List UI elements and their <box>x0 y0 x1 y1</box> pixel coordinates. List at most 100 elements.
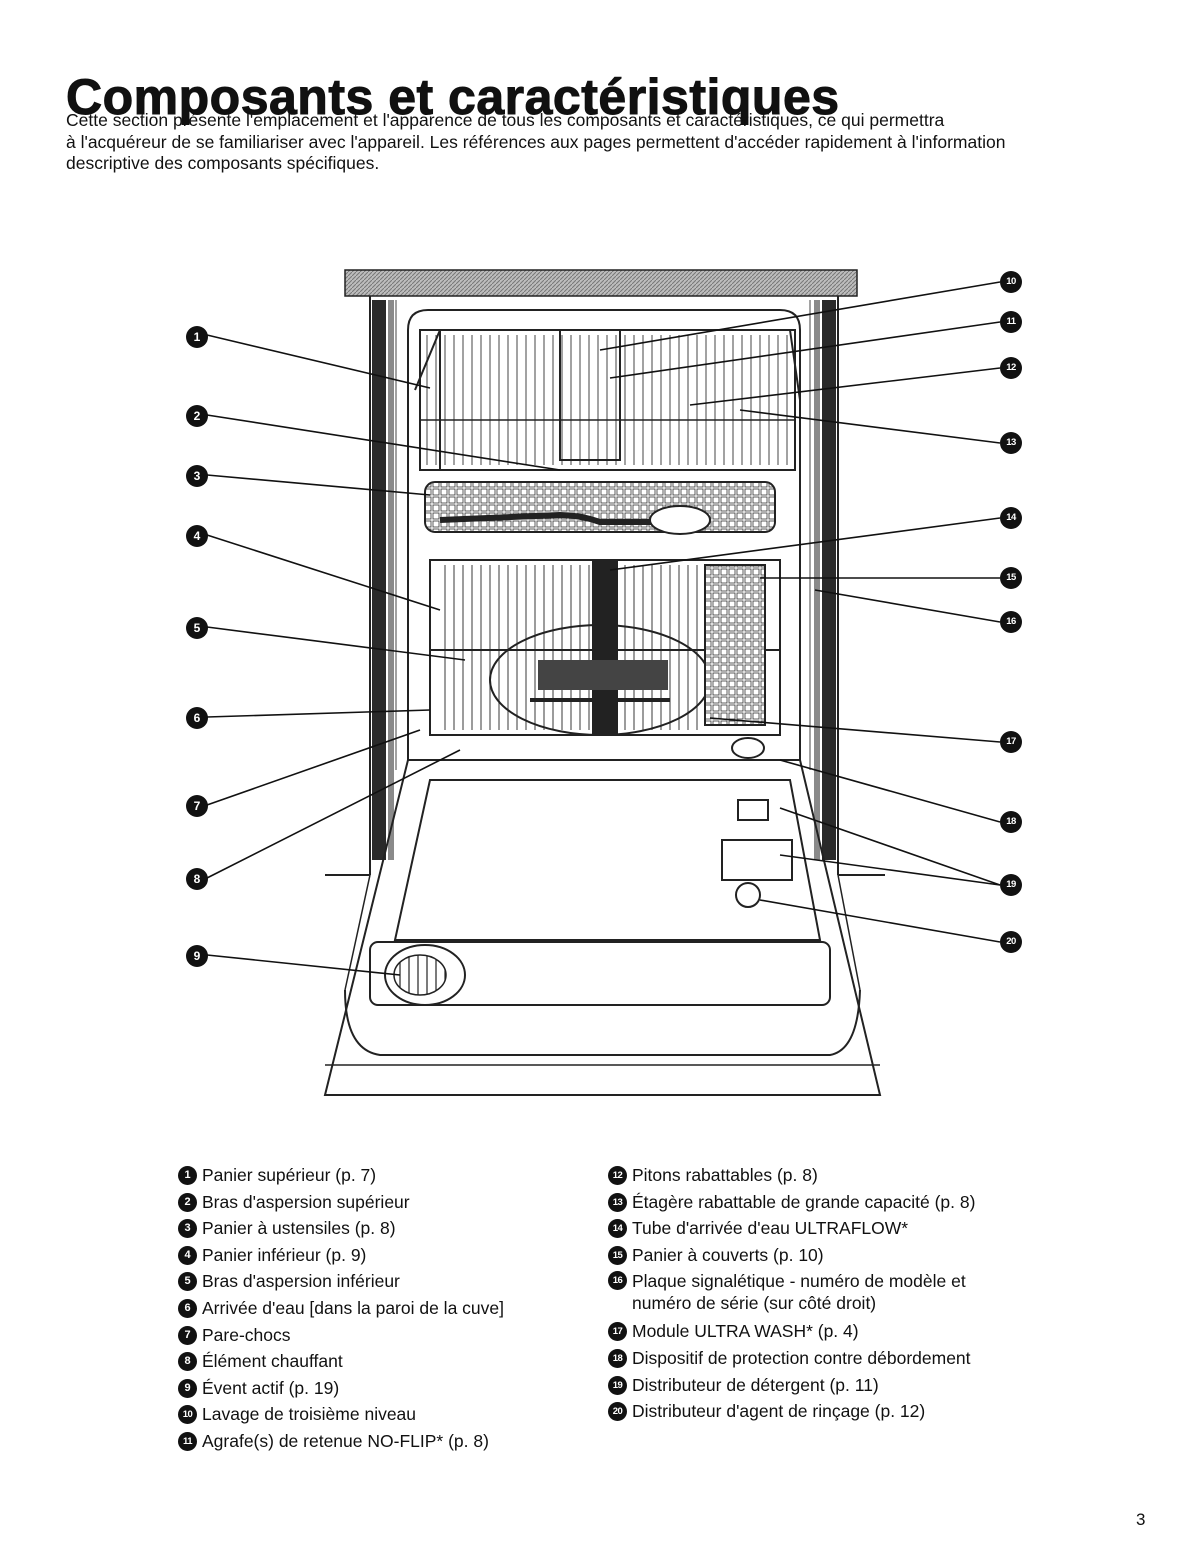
active-vent <box>384 944 466 1006</box>
legend-badge: 15 <box>608 1245 627 1265</box>
legend-label: Évent actif (p. 19) <box>202 1377 340 1398</box>
legend-label: Distributeur de détergent (p. 11) <box>632 1374 879 1395</box>
legend-label: Élément chauffant <box>202 1351 343 1372</box>
rinse-aid-cap <box>735 882 761 908</box>
callout-8: 8 <box>186 868 208 890</box>
legend-label: Module ULTRA WASH* (p. 4) <box>632 1321 859 1342</box>
silverware-basket <box>704 564 766 726</box>
callout-14: 14 <box>1000 507 1022 529</box>
legend-label-continued: numéro de série (sur côté droit) <box>632 1293 877 1314</box>
legend-badge: 11 <box>178 1431 197 1451</box>
callout-20: 20 <box>1000 931 1022 953</box>
callout-9: 9 <box>186 945 208 967</box>
legend-badge: 1 <box>178 1166 197 1185</box>
legend-badge: 7 <box>178 1325 197 1345</box>
legend-badge: 10 <box>178 1405 197 1425</box>
legend-label: Plaque signalétique - numéro de modèle e… <box>632 1271 966 1292</box>
tub-outline <box>407 309 801 760</box>
legend-label: Lavage de troisième niveau <box>202 1404 417 1425</box>
open-door <box>323 759 885 1096</box>
intro-line: descriptive des composants spécifiques. <box>66 153 380 173</box>
callout-4: 4 <box>186 525 208 547</box>
intro-paragraph: Cette section présente l'emplacement et … <box>66 110 1151 175</box>
callout-3: 3 <box>186 465 208 487</box>
legend-badge: 4 <box>178 1245 197 1265</box>
legend-badge: 19 <box>608 1375 627 1395</box>
legend-label: Dispositif de protection contre débordem… <box>632 1347 971 1368</box>
leader-lines <box>206 281 1001 976</box>
legend-badge: 9 <box>178 1378 197 1398</box>
callout-12: 12 <box>1000 357 1022 379</box>
legend-badge: 16 <box>608 1271 627 1291</box>
ultra-wash-module <box>731 737 765 759</box>
callout-6: 6 <box>186 707 208 729</box>
legend-label: Bras d'aspersion inférieur <box>202 1271 400 1292</box>
intro-line: à l'acquéreur de se familiariser avec l'… <box>66 131 1006 152</box>
intro-line: Cette section présente l'emplacement et … <box>66 110 945 130</box>
lower-rack <box>429 559 781 736</box>
upper-rack <box>414 329 801 471</box>
legend-label: Panier supérieur (p. 7) <box>202 1165 377 1185</box>
callout-10: 10 <box>1000 271 1022 293</box>
callout-7: 7 <box>186 795 208 817</box>
legend-label: Arrivée d'eau [dans la paroi de la cuve] <box>202 1297 504 1318</box>
callout-13: 13 <box>1000 432 1022 454</box>
legend-label: Tube d'arrivée d'eau ULTRAFLOW* <box>632 1218 909 1239</box>
legend-badge: 14 <box>608 1219 627 1239</box>
legend-badge: 2 <box>178 1192 197 1212</box>
legend-badge: 5 <box>178 1272 197 1292</box>
detergent-dispenser <box>721 799 793 881</box>
page-number: 3 <box>1136 1510 1146 1529</box>
callout-11: 11 <box>1000 311 1022 333</box>
callout-2: 2 <box>186 405 208 427</box>
callout-5: 5 <box>186 617 208 639</box>
legend-label: Étagère rabattable de grande capacité (p… <box>632 1191 976 1212</box>
callout-19: 19 <box>1000 874 1022 896</box>
legend-badge: 8 <box>178 1352 197 1372</box>
legend-badge: 20 <box>608 1402 627 1422</box>
legend-badge: 6 <box>178 1298 197 1318</box>
legend-label: Panier inférieur (p. 9) <box>202 1244 367 1265</box>
legend-badge: 18 <box>608 1348 627 1368</box>
utensil-tray <box>424 481 776 535</box>
legend-badge: 13 <box>608 1192 627 1212</box>
legend-badge: 3 <box>178 1219 197 1239</box>
legend-label: Pare-chocs <box>202 1324 291 1345</box>
legend-label: Distributeur d'agent de rinçage (p. 12) <box>632 1401 926 1422</box>
legend-label: Bras d'aspersion supérieur <box>202 1191 410 1212</box>
cabinet-outline <box>369 296 839 875</box>
page-title: Composants et caractéristiques <box>66 68 840 125</box>
legend-label: Pitons rabattables (p. 8) <box>632 1165 818 1185</box>
legend-item: 1 Panier supérieur (p. 7) <box>178 1162 598 1189</box>
callout-17: 17 <box>1000 731 1022 753</box>
callout-1: 1 <box>186 326 208 348</box>
control-panel-strip <box>344 269 858 297</box>
callout-18: 18 <box>1000 811 1022 833</box>
legend-badge: 12 <box>608 1166 627 1185</box>
legend-item: 12 Pitons rabattables (p. 8) <box>608 1162 1078 1189</box>
callout-15: 15 <box>1000 567 1022 589</box>
legend-label: Panier à ustensiles (p. 8) <box>202 1218 396 1239</box>
legend-badge: 17 <box>608 1322 627 1342</box>
legend-label: Agrafe(s) de retenue NO-FLIP* (p. 8) <box>202 1430 489 1451</box>
